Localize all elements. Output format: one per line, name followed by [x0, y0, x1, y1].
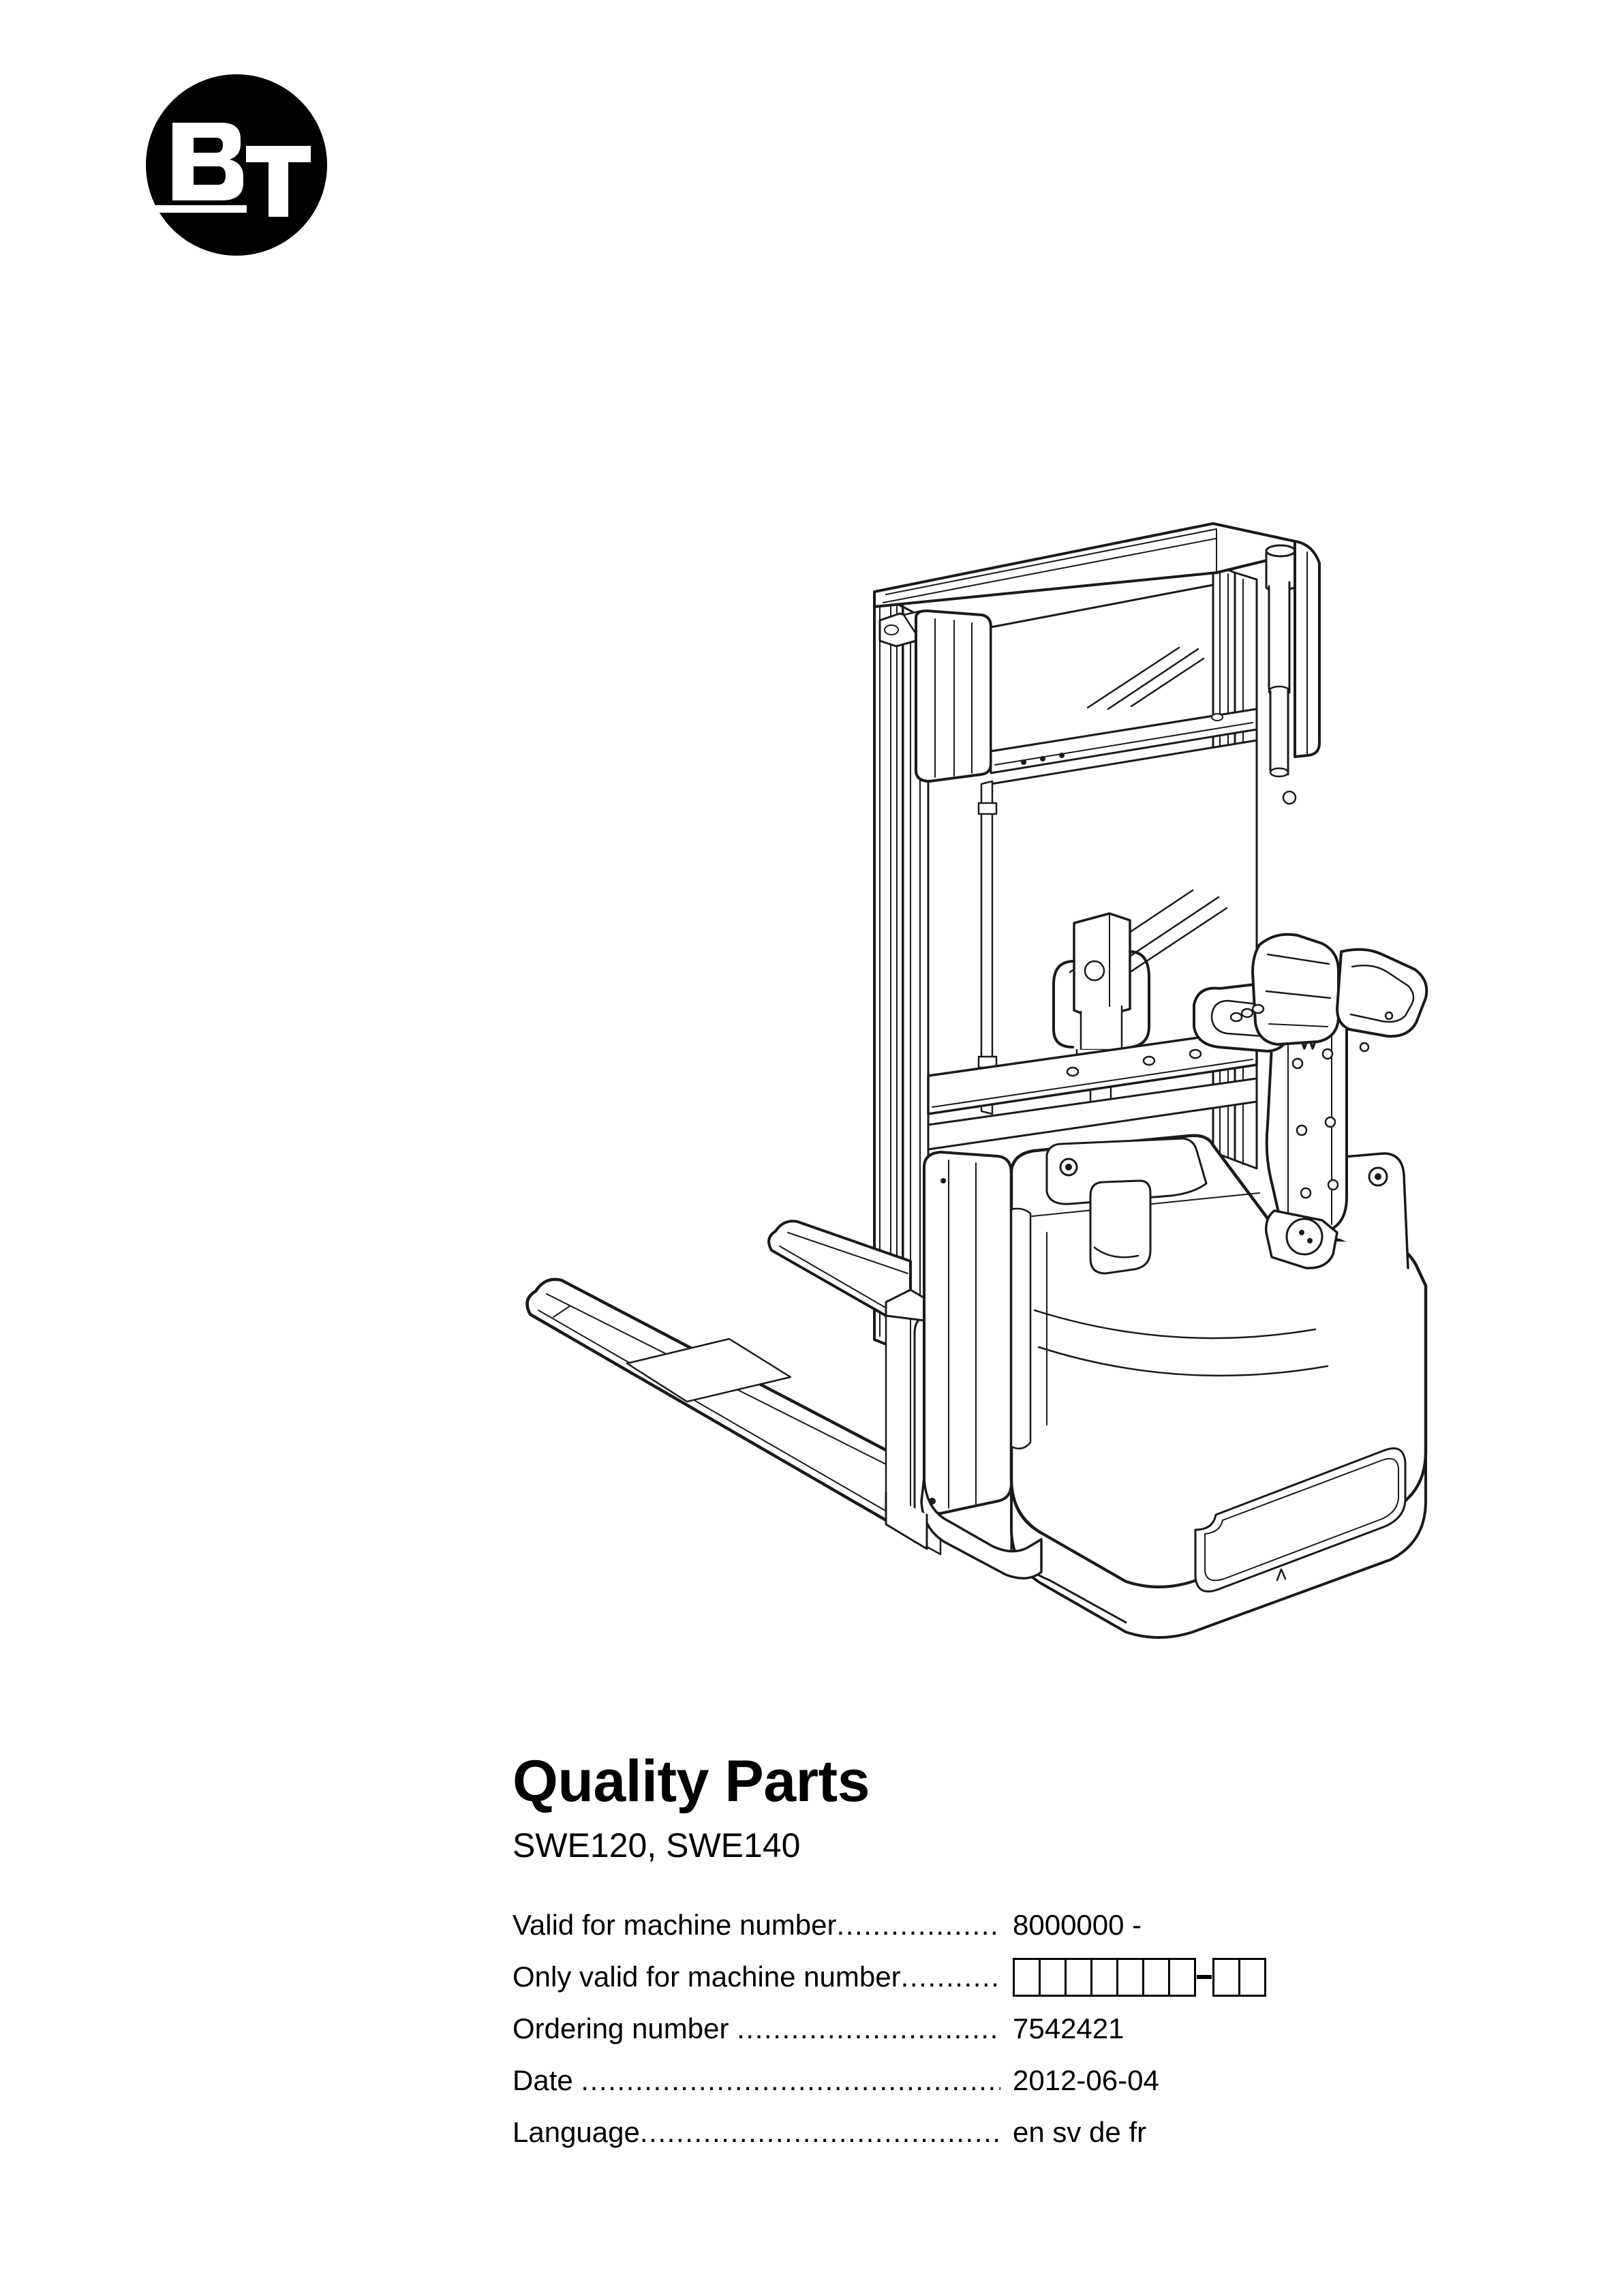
info-value-cell: 8000000 -	[1000, 1899, 1452, 1951]
info-row-ordering-number: Ordering number ........................…	[512, 2003, 1452, 2055]
hydraulic-lift-cylinder	[1265, 544, 1297, 805]
info-value-cell: en sv de fr	[1000, 2106, 1452, 2158]
info-label: Date	[512, 2064, 581, 2096]
machine-number-box[interactable]	[1168, 1957, 1196, 1997]
mast-upper-cover	[915, 609, 992, 783]
machine-number-boxes-prefix[interactable]	[1013, 1957, 1196, 1997]
info-label: Only valid for machine number	[512, 1961, 901, 1993]
info-value: en sv de fr	[1013, 2116, 1147, 2148]
info-value-cell: 2012-06-04	[1000, 2055, 1452, 2106]
info-label-cell: Date ...................................…	[512, 2055, 1000, 2106]
info-value: 7542421	[1013, 2012, 1124, 2044]
machine-number-box[interactable]	[1142, 1957, 1170, 1997]
info-row-date: Date ...................................…	[512, 2055, 1452, 2106]
info-label-cell: Language................................…	[512, 2106, 1000, 2158]
tiller-head	[1193, 933, 1428, 1053]
machine-number-box[interactable]	[1212, 1957, 1240, 1997]
info-label-cell: Only valid for machine number...........…	[512, 1951, 1000, 2003]
machine-number-entry-boxes[interactable]	[1013, 1957, 1452, 1997]
info-label: Ordering number	[512, 2012, 737, 2044]
machine-number-dash-separator	[1197, 1975, 1212, 1979]
motor-cover	[923, 1151, 1013, 1515]
info-label: Language	[512, 2116, 640, 2148]
info-row-only-valid-for-machine-number: Only valid for machine number...........…	[512, 1951, 1452, 2003]
machine-number-box[interactable]	[1039, 1957, 1067, 1997]
page-title: Quality Parts	[512, 1749, 870, 1814]
model-subtitle: SWE120, SWE140	[512, 1826, 801, 1864]
info-value: 2012-06-04	[1013, 2064, 1159, 2096]
info-label-cell: Valid for machine number................…	[512, 1899, 1000, 1951]
info-label-cell: Ordering number ........................…	[512, 2003, 1000, 2055]
carriage-crossbeam	[927, 1028, 1258, 1115]
info-value: 8000000 -	[1013, 1909, 1142, 1941]
cover-text-block: Quality Parts SWE120, SWE140 Valid for m…	[512, 1752, 1467, 2158]
mast-chain-guide-rail	[977, 780, 998, 1115]
bt-logo	[145, 74, 328, 256]
drive-wheel-housing	[885, 1477, 1043, 1580]
info-row-language: Language................................…	[512, 2106, 1452, 2158]
mast-mid-crossbeam-upper	[990, 708, 1258, 774]
lower-crossbeam	[927, 1077, 1258, 1151]
info-value-cell: 7542421	[1000, 2003, 1452, 2055]
machine-number-box[interactable]	[1238, 1957, 1266, 1997]
machine-number-box[interactable]	[1090, 1957, 1118, 1997]
info-label: Valid for machine number	[512, 1909, 837, 1941]
dot-leader: .....................	[836, 1909, 1000, 1941]
machine-number-boxes-suffix[interactable]	[1212, 1957, 1266, 1997]
info-value-cell	[1000, 1951, 1452, 2003]
load-backrest-upper	[990, 584, 1214, 753]
info-row-valid-for-machine-number: Valid for machine number................…	[512, 1899, 1452, 1951]
machine-number-box[interactable]	[1065, 1957, 1092, 1997]
bt-logo-icon	[146, 74, 327, 256]
forks	[525, 1220, 913, 1522]
mast-left-rail	[873, 590, 904, 1353]
dot-leader: ........................................…	[639, 2116, 1000, 2148]
product-illustration	[504, 511, 1493, 1691]
document-info-table: Valid for machine number................…	[512, 1899, 1452, 2158]
mast-right-cover	[1294, 540, 1321, 758]
dot-leader: ........................................…	[581, 2064, 1000, 2096]
machine-number-box[interactable]	[1116, 1957, 1144, 1997]
dot-leader: ............	[900, 1961, 1000, 1993]
dot-leader: ................................	[737, 2012, 1000, 2044]
pallet-stacker-drawing	[525, 522, 1428, 1639]
machine-number-box[interactable]	[1013, 1957, 1041, 1997]
